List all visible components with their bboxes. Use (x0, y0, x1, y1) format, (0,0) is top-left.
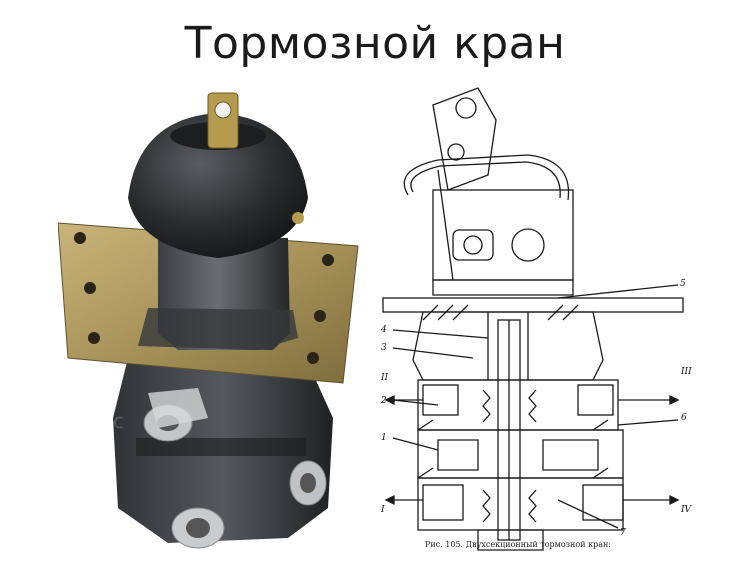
callout-III: III (680, 367, 692, 377)
callout-II: II (380, 373, 389, 383)
figure-caption: Рис. 105. Двухсекционный тормозной кран: (425, 540, 611, 549)
callout-6: 6 (681, 413, 687, 423)
brake-valve-photo: c (58, 92, 359, 549)
watermark: c (113, 409, 124, 433)
callout-2: 2 (380, 396, 387, 406)
cross-section-diagram: 5 4 3 II III 2 6 1 I IV 7 (380, 87, 693, 551)
callout-3: 3 (381, 343, 387, 353)
callout-5: 5 (680, 279, 686, 289)
callout-I: I (380, 505, 385, 515)
callout-1: 1 (381, 433, 387, 443)
callout-7: 7 (620, 528, 626, 538)
slide-title: Тормозной кран (184, 18, 566, 69)
callout-4: 4 (380, 325, 387, 335)
callout-IV: IV (680, 505, 693, 515)
